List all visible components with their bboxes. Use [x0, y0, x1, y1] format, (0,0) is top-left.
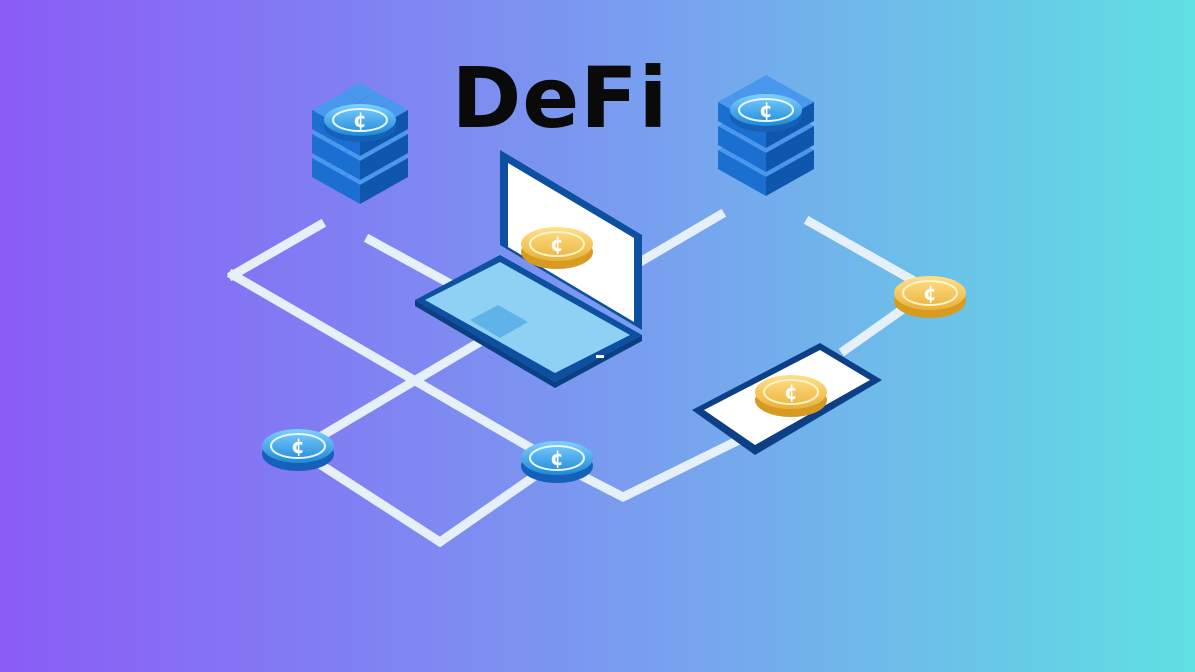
svg-text:¢: ¢: [923, 281, 937, 305]
cent-coin-icon: ¢: [755, 375, 827, 417]
svg-text:¢: ¢: [353, 108, 367, 132]
cent-coin-icon: ¢: [730, 94, 802, 132]
cent-coin-icon: ¢: [894, 276, 966, 318]
svg-text:¢: ¢: [291, 434, 305, 458]
cent-coin-icon: ¢: [324, 104, 396, 142]
svg-text:¢: ¢: [550, 446, 564, 470]
cent-coin-icon: ¢: [262, 429, 334, 471]
svg-text:¢: ¢: [759, 98, 773, 122]
page-title: DeFi: [451, 49, 669, 147]
cent-coin-icon: ¢: [521, 227, 593, 269]
svg-text:¢: ¢: [550, 232, 564, 256]
svg-text:¢: ¢: [784, 380, 798, 404]
network-lines: [226, 208, 939, 548]
cent-coin-icon: ¢: [521, 441, 593, 483]
